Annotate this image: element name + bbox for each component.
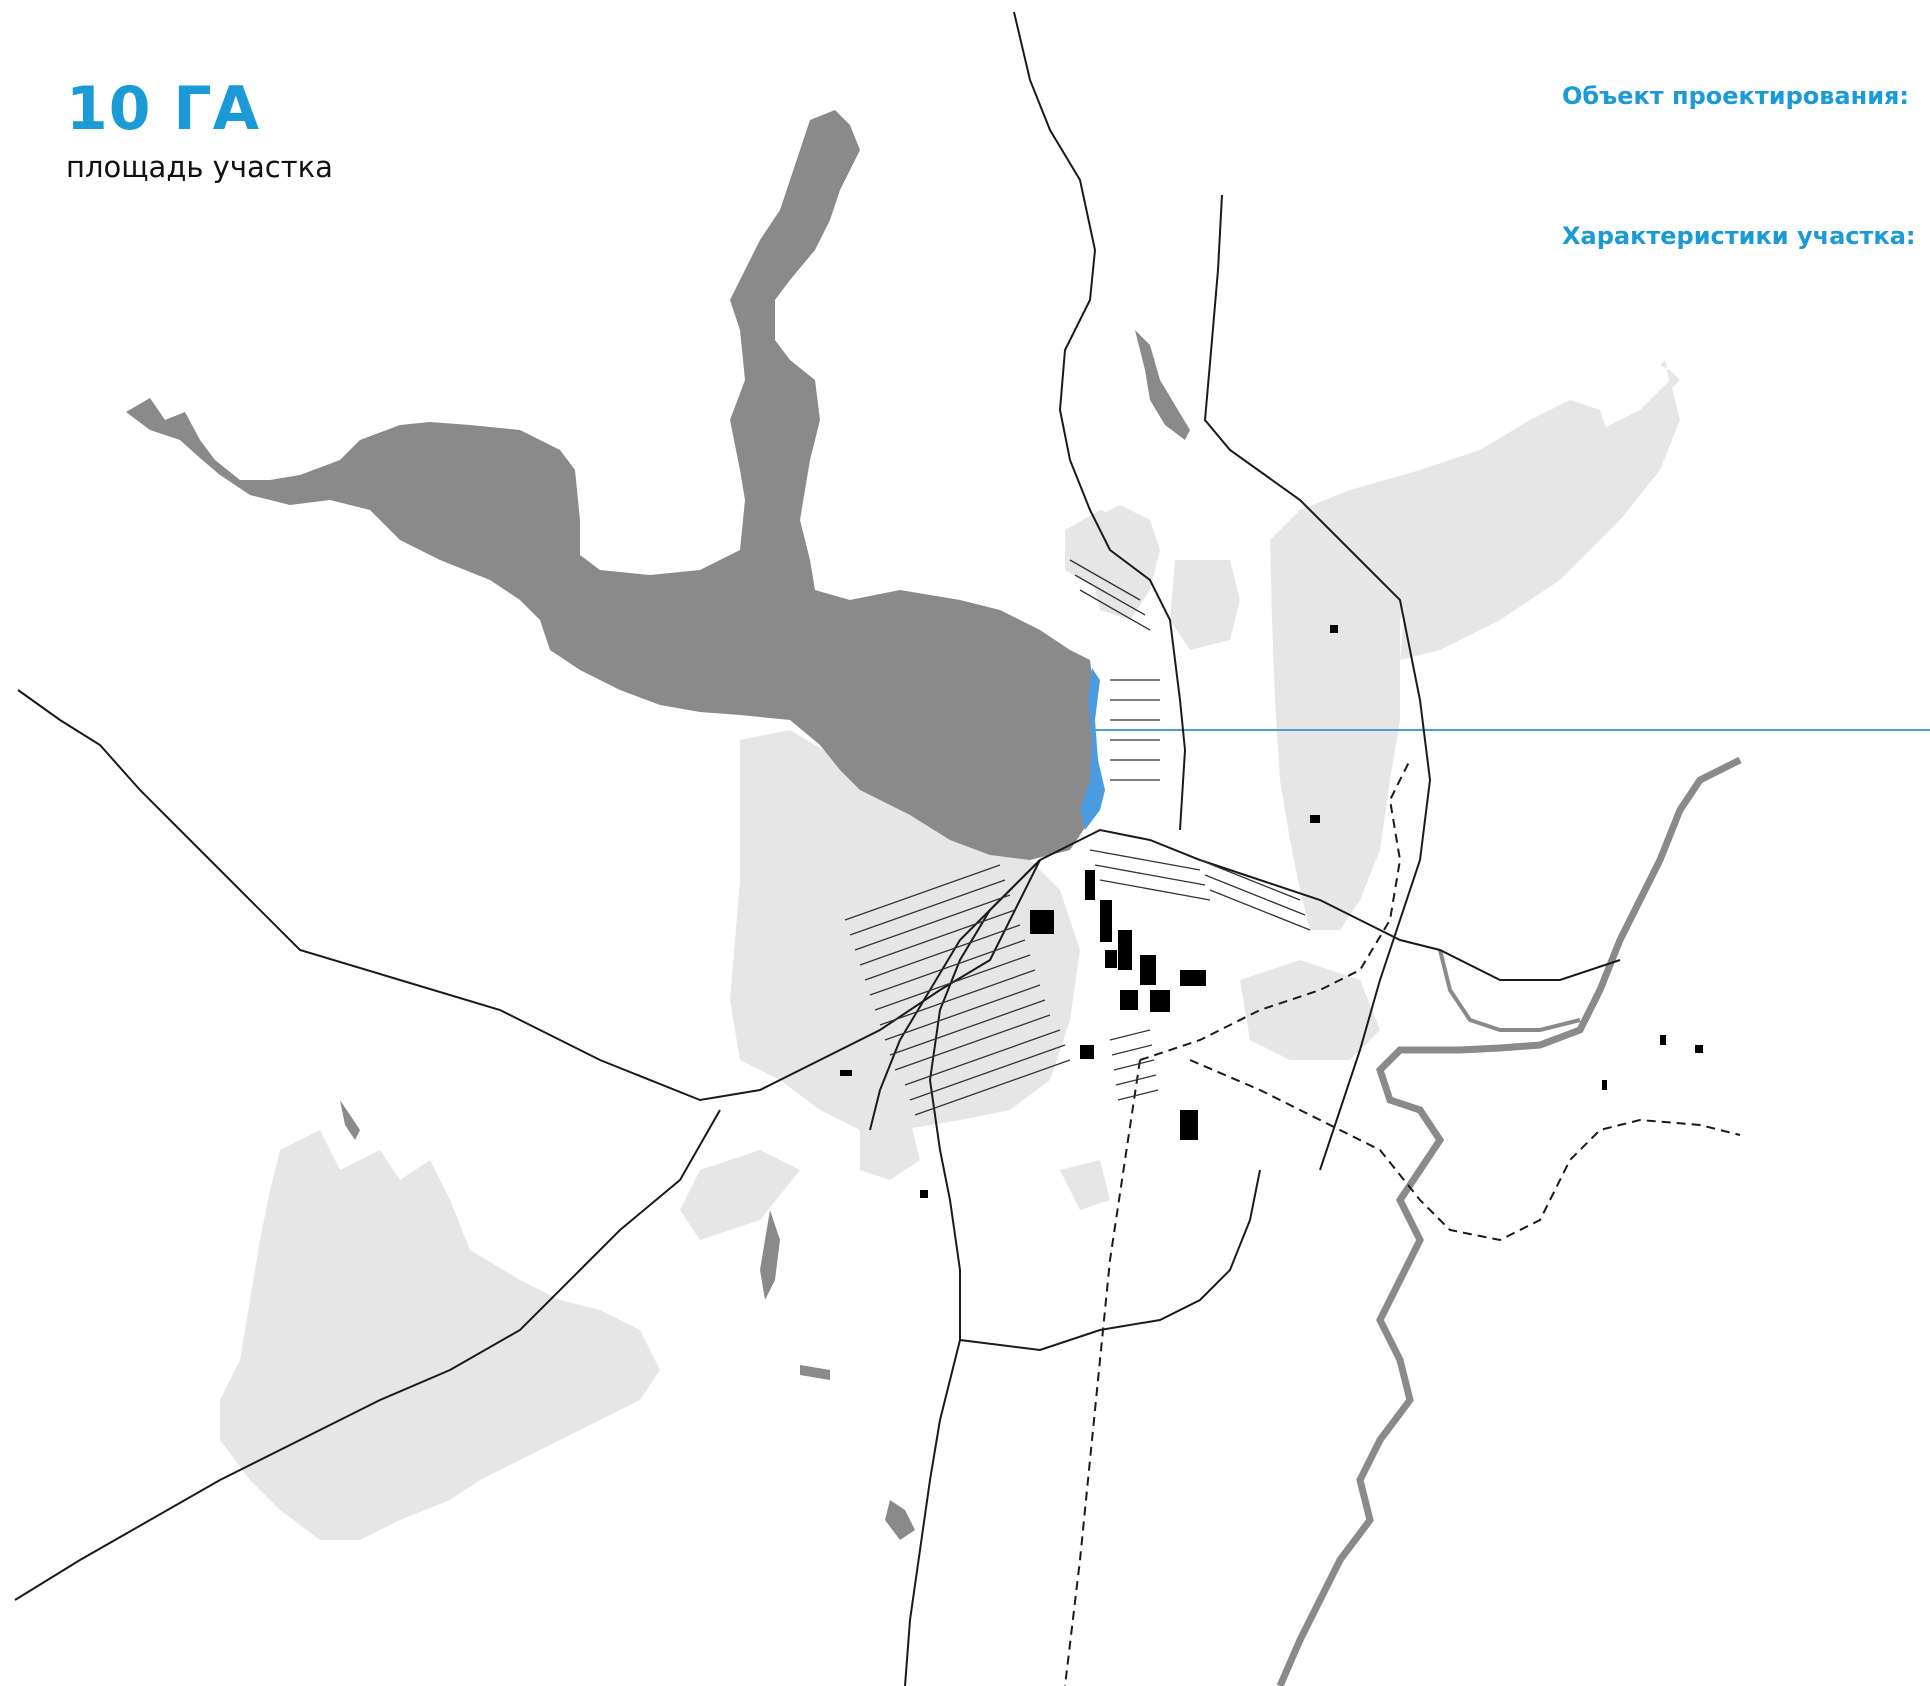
river <box>1276 756 1742 1686</box>
east-urban-area-2 <box>1400 380 1680 660</box>
southwest-large-area <box>220 1130 660 1540</box>
east-urban-area <box>1270 360 1680 930</box>
site-area-caption: площадь участка <box>66 150 333 184</box>
characteristics-heading: Характеристики участка: <box>1562 222 1916 250</box>
object-heading: Объект проектирования: <box>1562 82 1910 110</box>
reservoir <box>126 110 1190 860</box>
buildings <box>840 625 1703 1198</box>
site-area-value: 10 ГА <box>66 74 261 144</box>
west-urban-area <box>730 730 1080 1130</box>
residential-texture <box>844 559 1311 1116</box>
reservoir-arm-east <box>1135 330 1190 440</box>
urban-areas <box>220 360 1680 1540</box>
reservoir-body <box>126 110 1095 860</box>
roads <box>14 11 1621 1686</box>
south-area-2 <box>680 1150 800 1240</box>
river-tributary <box>1438 949 1581 1032</box>
south-central-area <box>1240 960 1380 1060</box>
central-east-area <box>1170 560 1240 650</box>
south-area-3 <box>1060 1160 1110 1210</box>
design-site <box>1080 668 1105 830</box>
railway <box>1064 759 1741 1686</box>
north-settlement <box>1065 510 1145 585</box>
small-ponds <box>340 1100 915 1540</box>
south-area-1 <box>860 1120 920 1180</box>
